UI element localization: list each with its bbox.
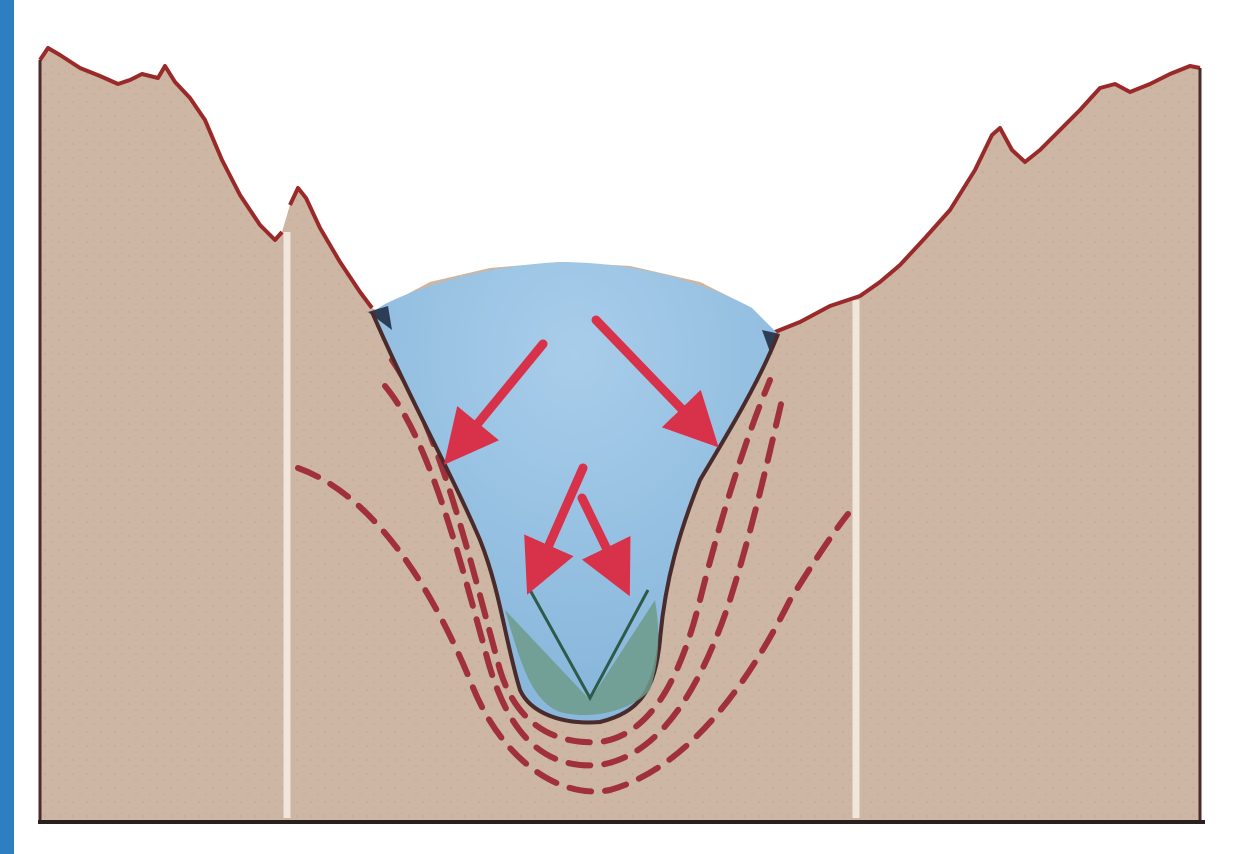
side-bar (0, 0, 14, 854)
